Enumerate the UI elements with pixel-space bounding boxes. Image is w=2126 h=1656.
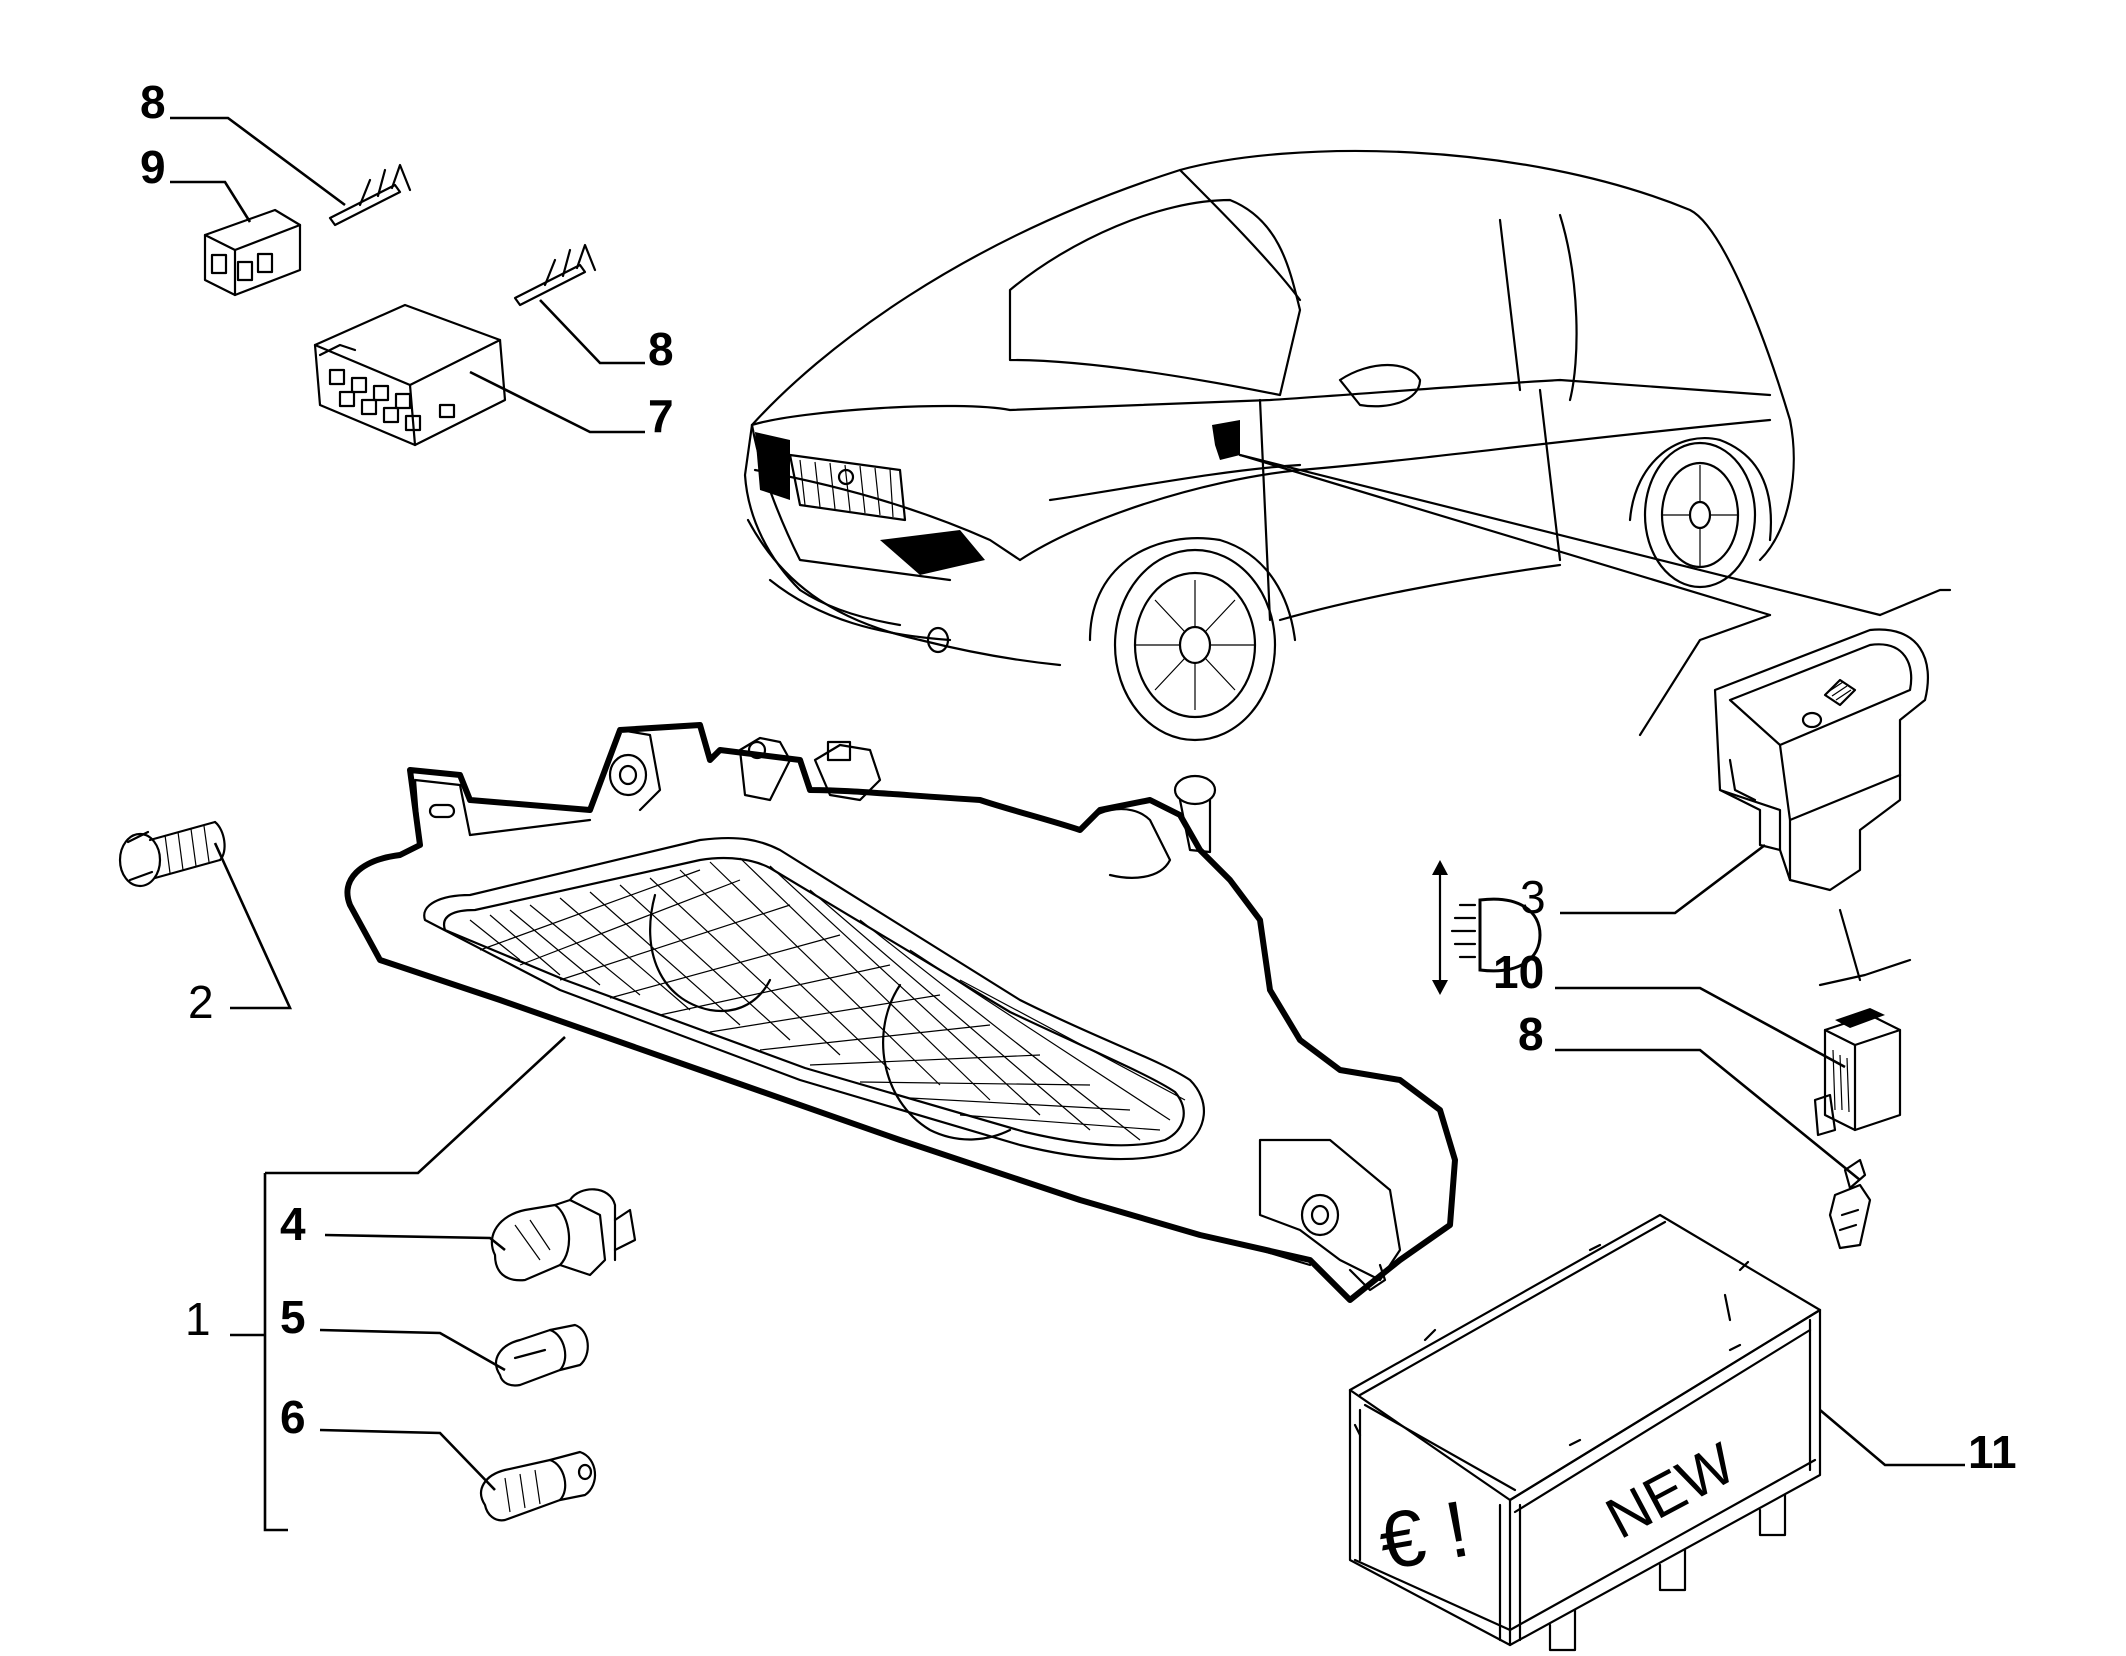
bulb-4 bbox=[490, 1188, 637, 1282]
headlamp-assembly bbox=[344, 722, 1458, 1303]
crate-11: NEW € ! bbox=[1348, 1213, 1822, 1652]
terminal-8-middle bbox=[513, 243, 597, 307]
label-11: 11 bbox=[1968, 1426, 2017, 1478]
label-3: 3 bbox=[1520, 871, 1546, 923]
switch-3 bbox=[1713, 628, 1929, 892]
callout-line bbox=[1238, 453, 1772, 617]
callout-line bbox=[1238, 453, 1882, 617]
callout-line bbox=[1638, 613, 1772, 737]
label-10: 10 bbox=[1493, 946, 1544, 998]
label-7: 7 bbox=[648, 390, 674, 442]
connector-housing-9 bbox=[203, 208, 302, 297]
bulb-6 bbox=[480, 1450, 597, 1522]
label-2: 2 bbox=[188, 976, 214, 1028]
label-5: 5 bbox=[280, 1291, 306, 1343]
bulb-5 bbox=[495, 1323, 589, 1387]
callout-line bbox=[1878, 588, 1952, 617]
label-4: 4 bbox=[280, 1198, 306, 1250]
label-1: 1 bbox=[185, 1293, 211, 1345]
label-8-lower: 8 bbox=[1518, 1008, 1544, 1060]
terminal-8-lower bbox=[1828, 1158, 1872, 1250]
connector-block-7 bbox=[313, 303, 507, 447]
headlight-leveling-icon bbox=[1432, 860, 1542, 995]
callout-line bbox=[1818, 908, 1912, 987]
crate-euro-text: € ! bbox=[1372, 1484, 1475, 1587]
label-6: 6 bbox=[280, 1391, 306, 1443]
leader-lines bbox=[170, 116, 1965, 1532]
bolt-2 bbox=[118, 820, 226, 888]
connector-10 bbox=[1813, 1008, 1902, 1137]
car-illustration bbox=[743, 149, 1795, 742]
label-8-top: 8 bbox=[140, 76, 166, 128]
label-8-middle: 8 bbox=[648, 323, 674, 375]
terminal-8-top bbox=[328, 163, 412, 227]
label-9: 9 bbox=[140, 141, 166, 193]
